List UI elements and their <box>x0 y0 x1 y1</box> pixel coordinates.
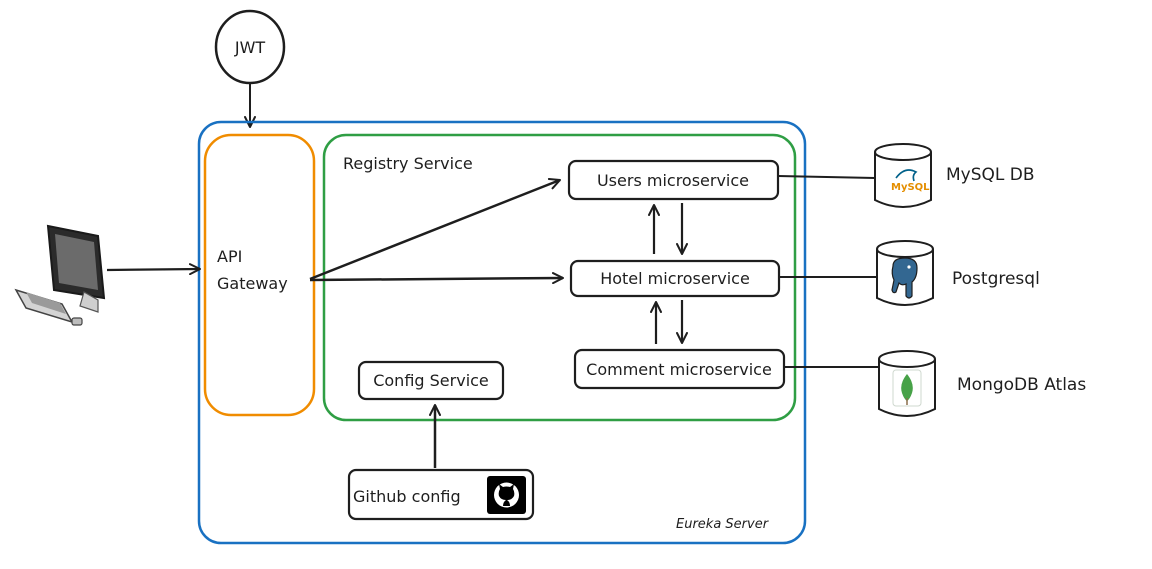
mysql-db-cylinder: MySQL <box>874 143 932 208</box>
mysql-logo-text: MySQL <box>891 182 930 193</box>
postgresql-db-cylinder <box>876 240 934 306</box>
client-to-gateway-arrow <box>106 263 201 276</box>
api-gateway-box <box>203 133 316 417</box>
mysql-db-label: MySQL DB <box>946 165 1035 185</box>
mongodb-leaf-icon <box>892 369 922 407</box>
api-gateway-label-line1: API <box>217 247 242 266</box>
eureka-server-container <box>197 120 807 545</box>
postgresql-db-label: Postgresql <box>952 269 1040 289</box>
github-logo-icon <box>487 476 526 514</box>
jwt-node: JWT <box>214 9 286 85</box>
config-service-label: Config Service <box>373 371 489 390</box>
config-service-box <box>357 360 505 401</box>
eureka-server-label: Eureka Server <box>676 517 770 532</box>
hotel-microservice-box <box>569 259 781 298</box>
users-to-mysql-line <box>777 175 876 179</box>
registry-service-label: Registry Service <box>343 154 473 173</box>
users-microservice-box <box>567 159 780 201</box>
mongodb-db-cylinder <box>878 350 936 417</box>
api-gateway-label-line2: Gateway <box>217 274 288 293</box>
mysql-logo-icon: MySQL <box>891 169 930 193</box>
computer-icon <box>14 224 106 326</box>
comment-microservice-box <box>573 348 786 390</box>
github-config-label: Github config <box>353 487 461 506</box>
gateway-to-hotel-arrow <box>309 272 564 285</box>
users-microservice-label: Users microservice <box>597 171 749 190</box>
hotel-microservice-label: Hotel microservice <box>600 269 750 288</box>
comment-microservice-label: Comment microservice <box>586 360 772 379</box>
postgresql-logo-icon <box>891 257 918 299</box>
jwt-label: JWT <box>234 38 266 57</box>
gateway-to-users-arrow <box>309 178 561 281</box>
mongodb-db-label: MongoDB Atlas <box>957 375 1086 395</box>
